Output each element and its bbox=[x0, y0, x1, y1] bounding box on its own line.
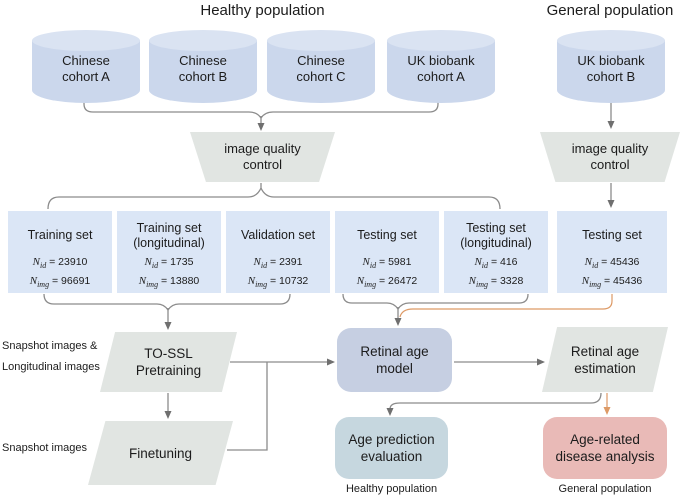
cylinder-label-line2: cohort A bbox=[62, 69, 110, 84]
cylinder-label: Chinese cohort B bbox=[149, 53, 257, 85]
stat-n-img: Nimg = 45436 bbox=[581, 274, 643, 289]
cylinder-top bbox=[149, 30, 257, 51]
cylinder-top bbox=[387, 30, 495, 51]
stat-n-id: Nid = 1735 bbox=[144, 256, 194, 271]
evaluation-label-line1: Age prediction bbox=[348, 432, 435, 447]
cylinder-label-line1: Chinese bbox=[62, 53, 110, 68]
pretraining-label-line1: TO-SSL bbox=[144, 346, 193, 361]
line-finetuning-join bbox=[227, 362, 268, 451]
dataset-stats: Nid = 45436 Nimg = 45436 bbox=[557, 255, 667, 292]
iqc-label-line1: image quality bbox=[571, 141, 649, 156]
dataset-validation-set: Validation set Nid = 2391 Nimg = 10732 bbox=[226, 211, 330, 293]
cylinder-label-line2: cohort B bbox=[586, 69, 636, 84]
orange-line-ukb-testing-to-model bbox=[399, 294, 613, 318]
cylinder-chinese-cohort-a: Chinese cohort A bbox=[32, 30, 140, 103]
dataset-stats: Nid = 1735 Nimg = 13880 bbox=[117, 255, 221, 292]
dataset-title: Training set (longitudinal) bbox=[133, 220, 205, 251]
disease-label-line1: Age-related bbox=[570, 432, 640, 447]
cylinder-top bbox=[32, 30, 140, 51]
cylinder-label-line1: Chinese bbox=[297, 53, 345, 68]
cylinder-label-line2: cohort B bbox=[178, 69, 228, 84]
stat-n-id: Nid = 416 bbox=[474, 256, 518, 271]
disease-caption: General population bbox=[558, 483, 652, 495]
dataset-testing-set-longitudinal: Testing set (longitudinal) Nid = 416 Nim… bbox=[444, 211, 548, 293]
stat-n-img: Nimg = 13880 bbox=[138, 274, 200, 289]
pretraining-label-line2: Pretraining bbox=[135, 363, 202, 378]
stat-n-img: Nimg = 26472 bbox=[356, 274, 418, 289]
cylinder-top bbox=[557, 30, 665, 51]
bracket-iqc-to-datasets bbox=[47, 183, 501, 210]
stat-n-id: Nid = 2391 bbox=[253, 256, 303, 271]
finetuning-node: Finetuning bbox=[88, 421, 233, 485]
cylinder-label-line1: UK biobank bbox=[407, 53, 475, 68]
dataset-stats: Nid = 23910 Nimg = 96691 bbox=[8, 255, 112, 292]
arrow-estimation-to-evaluation bbox=[386, 392, 602, 416]
bracket-testing-to-model bbox=[342, 293, 529, 311]
age-prediction-evaluation-node: Age prediction evaluation bbox=[335, 417, 448, 479]
stat-n-img: Nimg = 10732 bbox=[247, 274, 309, 289]
dataset-title: Testing set bbox=[582, 228, 642, 243]
healthy-population-title: Healthy population bbox=[200, 2, 325, 19]
stat-n-id: Nid = 23910 bbox=[32, 256, 88, 271]
cylinder-label-line1: UK biobank bbox=[577, 53, 645, 68]
retinal-age-model-node: Retinal age model bbox=[337, 328, 452, 392]
stat-n-img: Nimg = 96691 bbox=[29, 274, 91, 289]
dataset-training-set: Training set Nid = 23910 Nimg = 96691 bbox=[8, 211, 112, 293]
pretraining-input-label-line1: Snapshot images & bbox=[2, 340, 98, 352]
cylinder-uk-biobank-cohort-a: UK biobank cohort A bbox=[387, 30, 495, 103]
stat-n-id: Nid = 5981 bbox=[362, 256, 412, 271]
stat-n-img: Nimg = 3328 bbox=[468, 274, 524, 289]
dataset-training-set-longitudinal: Training set (longitudinal) Nid = 1735 N… bbox=[117, 211, 221, 293]
finetuning-label: Finetuning bbox=[128, 445, 193, 461]
dataset-title: Validation set bbox=[240, 228, 316, 243]
cylinder-chinese-cohort-b: Chinese cohort B bbox=[149, 30, 257, 103]
evaluation-caption: Healthy population bbox=[345, 483, 438, 495]
dataset-title: Training set bbox=[27, 228, 93, 243]
estimation-label-line2: estimation bbox=[574, 360, 636, 376]
cylinder-label: UK biobank cohort B bbox=[557, 53, 665, 85]
dataset-stats: Nid = 5981 Nimg = 26472 bbox=[335, 255, 439, 292]
cylinder-chinese-cohort-c: Chinese cohort C bbox=[267, 30, 375, 103]
evaluation-label-line2: evaluation bbox=[360, 449, 423, 464]
cylinder-label: Chinese cohort C bbox=[267, 53, 375, 85]
iqc-label-line2: control bbox=[242, 157, 283, 172]
finetuning-input-label: Snapshot images bbox=[2, 442, 87, 454]
cylinder-top bbox=[267, 30, 375, 51]
dataset-title: Testing set bbox=[357, 228, 417, 243]
model-label-line2: model bbox=[376, 361, 413, 376]
cylinder-label-line2: cohort C bbox=[296, 69, 346, 84]
model-label-line1: Retinal age bbox=[360, 344, 429, 359]
iqc-label-line2: control bbox=[590, 157, 630, 172]
dataset-stats: Nid = 2391 Nimg = 10732 bbox=[226, 255, 330, 292]
general-population-title: General population bbox=[546, 2, 674, 19]
cylinder-label: Chinese cohort A bbox=[32, 53, 140, 85]
estimation-label-line1: Retinal age bbox=[570, 343, 640, 359]
dataset-stats: Nid = 416 Nimg = 3328 bbox=[444, 255, 548, 292]
image-quality-control-left: image quality control bbox=[190, 132, 335, 182]
age-related-disease-analysis-node: Age-related disease analysis bbox=[543, 417, 667, 479]
bracket-train-to-pretraining bbox=[43, 293, 291, 312]
dataset-title: Testing set (longitudinal) bbox=[460, 220, 532, 251]
image-quality-control-right: image quality control bbox=[540, 132, 680, 182]
pretraining-node: TO-SSL Pretraining bbox=[100, 332, 237, 392]
dataset-testing-set: Testing set Nid = 5981 Nimg = 26472 bbox=[335, 211, 439, 293]
disease-label-line2: disease analysis bbox=[555, 449, 655, 464]
cylinder-label-line2: cohort A bbox=[417, 69, 465, 84]
cylinder-label: UK biobank cohort A bbox=[387, 53, 495, 85]
cylinder-label-line1: Chinese bbox=[179, 53, 227, 68]
dataset-testing-set-general: Testing set Nid = 45436 Nimg = 45436 bbox=[557, 211, 667, 293]
iqc-label-line1: image quality bbox=[224, 141, 301, 156]
pretraining-input-label-line2: Longitudinal images bbox=[2, 361, 100, 373]
stat-n-id: Nid = 45436 bbox=[584, 256, 640, 271]
cylinder-uk-biobank-cohort-b: UK biobank cohort B bbox=[557, 30, 665, 103]
retinal-age-estimation-node: Retinal age estimation bbox=[542, 327, 668, 392]
